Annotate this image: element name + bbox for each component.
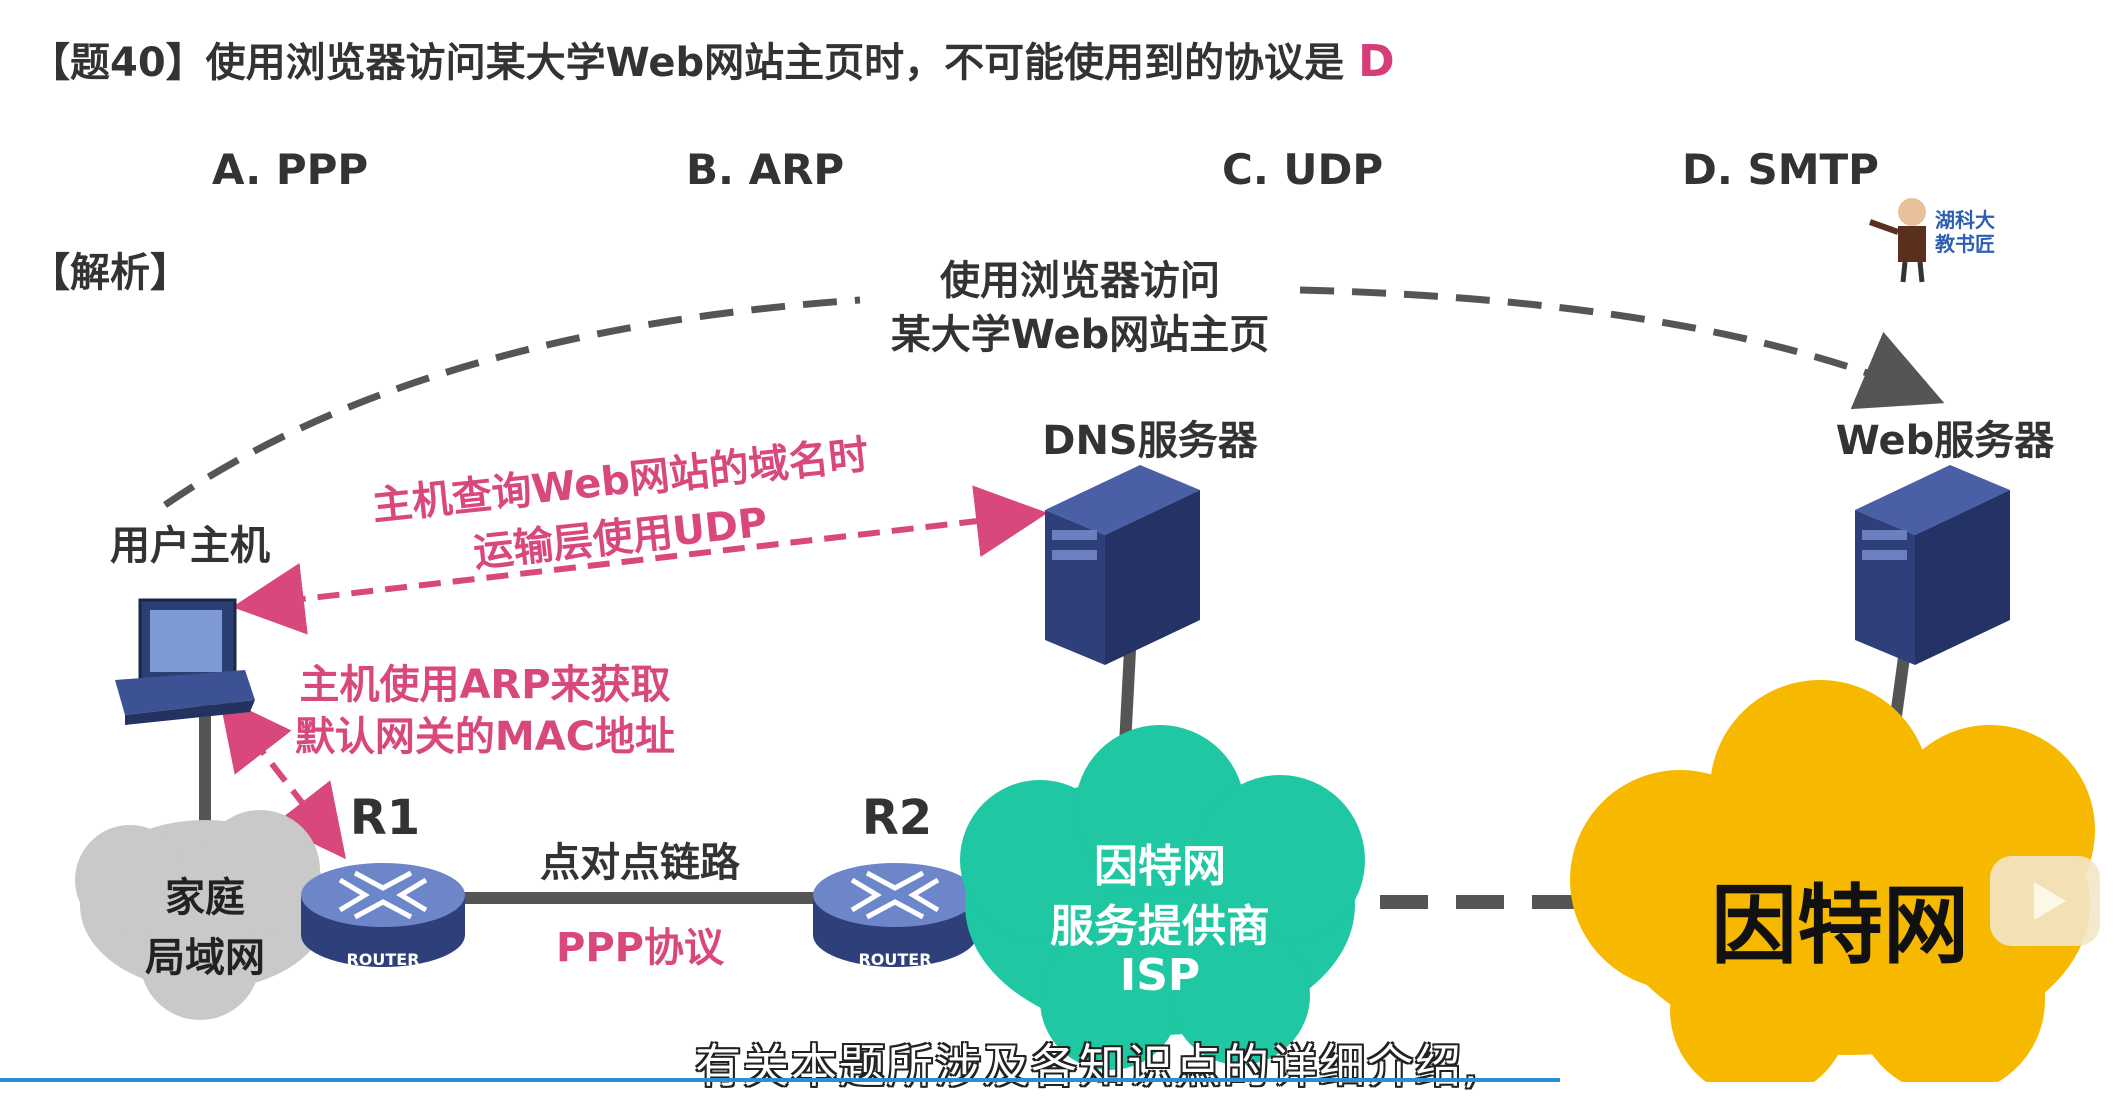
browse-label-2: 某大学Web网站主页 <box>890 312 1270 358</box>
r1-label: R1 <box>349 790 421 846</box>
dns-server-icon <box>1045 465 1200 665</box>
option-d: D. SMTP <box>1682 145 1879 194</box>
isp-line2: 服务提供商 <box>1050 901 1270 952</box>
isp-line3: ISP <box>1119 950 1201 1001</box>
answer-letter: D <box>1358 36 1395 87</box>
arp-note-line1: 主机使用ARP来获取 <box>299 662 671 708</box>
progress-bar[interactable] <box>0 1078 1560 1082</box>
option-a: A. PPP <box>212 145 369 194</box>
home-lan-line1: 家庭 <box>165 875 245 921</box>
home-lan-line2: 局域网 <box>145 935 265 981</box>
arp-note-line2: 默认网关的MAC地址 <box>294 714 676 760</box>
router-r1-text: ROUTER <box>346 950 420 969</box>
internet-label: 因特网 <box>1711 876 1969 976</box>
user-host-icon <box>115 598 255 725</box>
isp-line1: 因特网 <box>1094 841 1226 892</box>
p2p-link-label: 点对点链路 <box>540 840 740 886</box>
question-text: 【题40】使用浏览器访问某大学Web网站主页时，不可能使用到的协议是 <box>30 40 1345 86</box>
router-r1-icon <box>301 863 465 967</box>
ppp-protocol-label: PPP协议 <box>556 925 724 971</box>
dns-query-arrow <box>232 485 1048 635</box>
analysis-label: 【解析】 <box>30 250 190 296</box>
dns-server-label: DNS服务器 <box>1042 418 1258 464</box>
teacher-badge-line1: 湖科大 <box>1935 208 1995 232</box>
arp-arrow <box>218 695 347 860</box>
teacher-avatar <box>1868 198 1926 283</box>
router-r2-text: ROUTER <box>858 950 932 969</box>
router-r2-icon <box>813 863 977 967</box>
browse-label-1: 使用浏览器访问 <box>940 258 1220 304</box>
question-title: 【题40】使用浏览器访问某大学Web网站主页时，不可能使用到的协议是 D <box>30 30 1395 88</box>
browse-arc <box>163 286 1925 508</box>
user-host-label: 用户主机 <box>110 523 270 569</box>
option-c: C. UDP <box>1222 145 1384 194</box>
internet-cloud <box>1570 680 2095 1082</box>
web-server-icon <box>1855 465 2010 665</box>
option-b: B. ARP <box>686 145 845 194</box>
home-lan-cloud <box>75 810 330 1020</box>
video-subtitle: 有关本题所涉及各知识点的详细介绍, <box>695 1039 1480 1093</box>
web-server-label: Web服务器 <box>1835 418 2055 464</box>
play-icon <box>2034 882 2066 920</box>
play-button[interactable] <box>1990 856 2100 946</box>
isp-cloud <box>960 725 1365 1070</box>
teacher-badge: 湖科大 教书匠 <box>1935 208 1995 256</box>
teacher-badge-line2: 教书匠 <box>1935 232 1995 256</box>
r2-label: R2 <box>861 790 933 846</box>
